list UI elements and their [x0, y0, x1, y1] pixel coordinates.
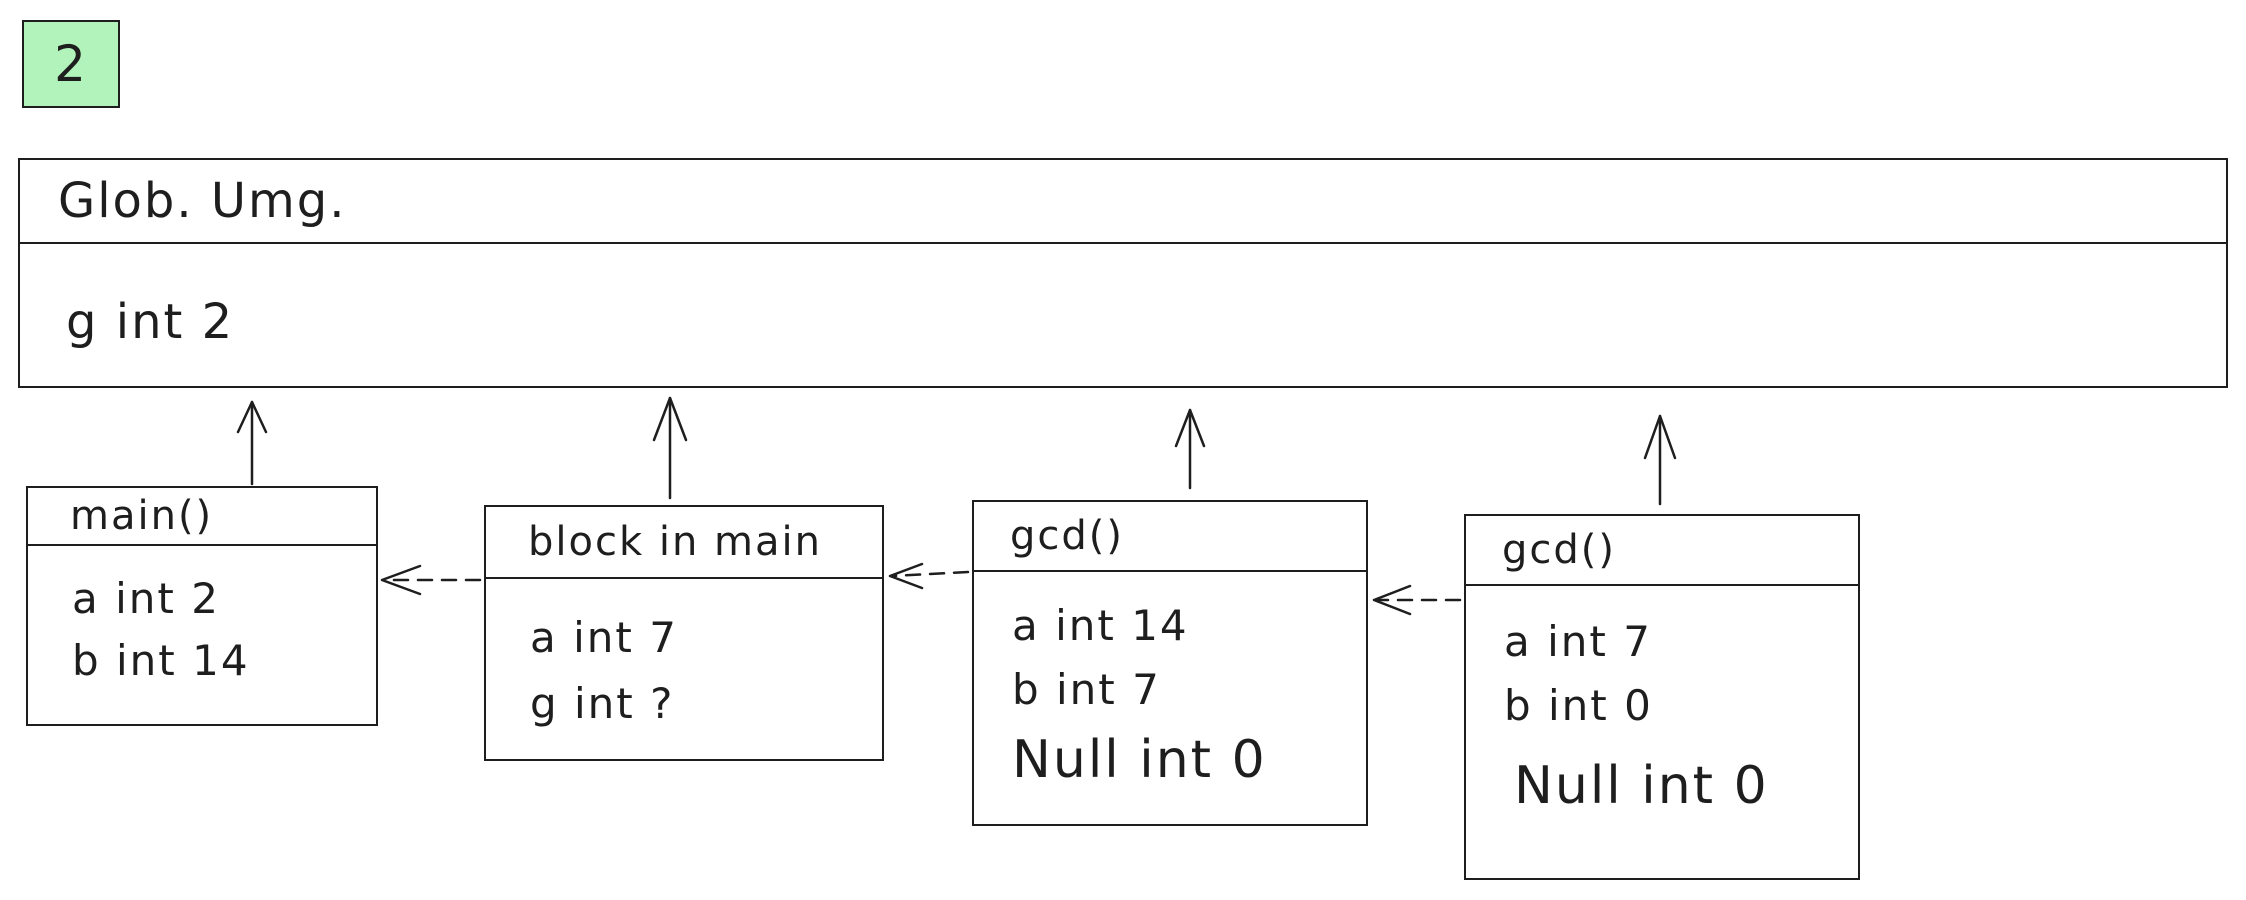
global-environment: Glob. Umg. g int 2	[18, 158, 2228, 388]
frame-vars: a int 7 g int ?	[486, 579, 882, 759]
global-environment-vars: g int 2	[20, 244, 2226, 386]
frame-vars: a int 2 b int 14	[28, 546, 376, 724]
variable-row: Null int 0	[1012, 730, 1267, 790]
variable-row: b int 7	[1012, 665, 1161, 714]
global-environment-title: Glob. Umg.	[20, 160, 2226, 244]
arrow-gcd1-to-global	[1174, 408, 1206, 490]
frame-title: main()	[28, 488, 376, 546]
variable-row: a int 7	[1504, 617, 1652, 666]
arrow-gcd1-to-block	[888, 562, 970, 590]
variable-row: b int 0	[1504, 681, 1653, 730]
frame-vars: a int 14 b int 7 Null int 0	[974, 572, 1366, 824]
frame-title: block in main	[486, 507, 882, 579]
frame-gcd-first: gcd() a int 14 b int 7 Null int 0	[972, 500, 1368, 826]
variable-row: g int 2	[66, 294, 235, 350]
variable-row: b int 14	[72, 636, 250, 685]
step-number-badge: 2	[22, 20, 120, 108]
variable-row: a int 7	[530, 613, 678, 662]
arrow-main-to-global	[236, 400, 268, 486]
arrow-gcd2-to-global	[1643, 414, 1677, 506]
variable-row: a int 14	[1012, 601, 1189, 650]
frame-gcd-second: gcd() a int 7 b int 0 Null int 0	[1464, 514, 1860, 880]
arrow-block-to-global	[652, 396, 688, 500]
step-number: 2	[54, 35, 88, 93]
arrow-block-to-main	[380, 564, 482, 596]
frame-title: gcd()	[1466, 516, 1858, 586]
frame-vars: a int 7 b int 0 Null int 0	[1466, 586, 1858, 878]
frame-block-in-main: block in main a int 7 g int ?	[484, 505, 884, 761]
variable-row: Null int 0	[1514, 756, 1769, 816]
frame-main: main() a int 2 b int 14	[26, 486, 378, 726]
variable-row: g int ?	[530, 679, 675, 728]
arrow-gcd2-to-gcd1	[1372, 584, 1462, 616]
variable-row: a int 2	[72, 574, 220, 623]
frame-title: gcd()	[974, 502, 1366, 572]
